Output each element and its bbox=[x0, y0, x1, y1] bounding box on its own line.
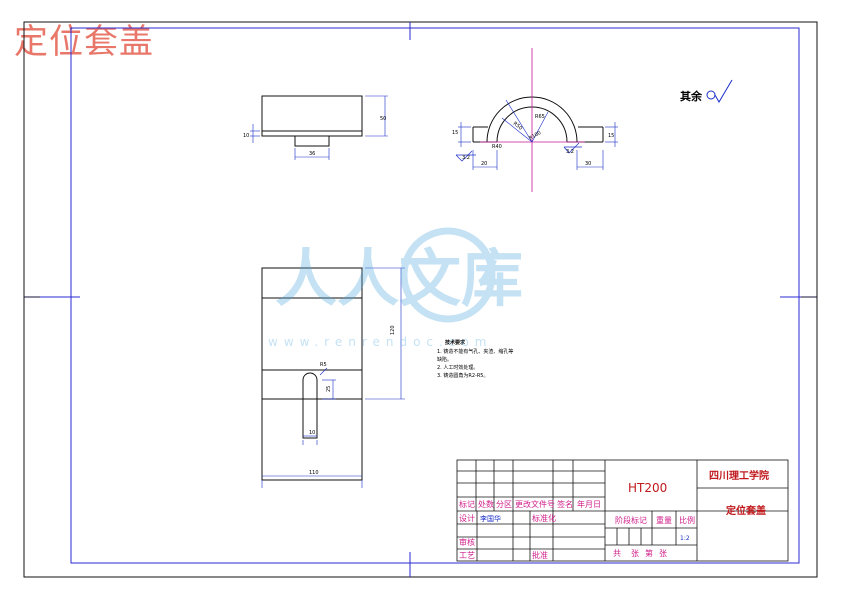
notes-title: 技术要求 bbox=[445, 339, 466, 346]
plan-dims bbox=[261, 267, 405, 488]
tb-approve-label: 批准 bbox=[532, 550, 548, 560]
dim-plan-height: 120 bbox=[390, 325, 396, 335]
dim-plan-slot-h: 25 bbox=[326, 386, 332, 392]
plan-view bbox=[261, 267, 363, 481]
title-block-material: HT200 bbox=[628, 481, 667, 495]
front-view bbox=[261, 95, 363, 147]
notes-line-1: 1. 铸造不能有气孔、夹渣、缩孔等 bbox=[437, 348, 513, 355]
tb-standard-label: 标准化 bbox=[532, 513, 556, 523]
dim-arch-angle: R100 bbox=[528, 130, 542, 142]
arch-centerlines bbox=[480, 48, 585, 192]
tb-header-0: 标记 bbox=[459, 499, 475, 509]
outer-border bbox=[23, 21, 818, 578]
notes-line-3: 3. 铸造圆角为R2-R5。 bbox=[437, 372, 488, 379]
tb-stage-label: 阶段标记 bbox=[615, 515, 647, 525]
arch-roughness-marks bbox=[455, 142, 582, 162]
dim-front-height: 50 bbox=[380, 116, 386, 122]
dim-arch-w-left: 20 bbox=[481, 161, 487, 167]
tb-header-5: 年月日 bbox=[577, 499, 601, 509]
tb-sheet-3: 张 bbox=[659, 549, 667, 558]
tb-scale-label: 比例 bbox=[679, 515, 695, 525]
dim-arch-h-left: 15 bbox=[452, 130, 458, 136]
tb-sheet-2: 第 bbox=[645, 548, 653, 558]
title-block-school: 四川理工学院 bbox=[709, 469, 769, 482]
watermark-brand: 人人文库 bbox=[275, 242, 523, 315]
tb-header-2: 分区 bbox=[496, 500, 512, 509]
roughness-arch-1: 3.2 bbox=[462, 155, 470, 161]
tb-header-3: 更改文件号 bbox=[515, 499, 555, 509]
dim-plan-width: 110 bbox=[309, 470, 319, 476]
tb-designer: 李国华 bbox=[480, 514, 501, 523]
roughness-arch-2: 3.2 bbox=[566, 149, 574, 155]
tb-sheet-1: 张 bbox=[631, 549, 639, 558]
tb-design-label: 设计 bbox=[459, 513, 475, 523]
tb-process-label: 工艺 bbox=[459, 551, 475, 560]
tb-scale-value: 1:2 bbox=[680, 535, 690, 542]
dim-plan-slot-r: R5 bbox=[320, 362, 327, 368]
front-view-dims bbox=[250, 95, 388, 160]
notes-line-2: 2. 人工时效处理。 bbox=[437, 364, 478, 371]
dim-arch-h-right: 15 bbox=[608, 133, 614, 139]
tb-header-4: 签名 bbox=[557, 499, 573, 509]
inner-frame bbox=[70, 27, 800, 564]
dim-arch-r-inner: R50 bbox=[512, 121, 523, 132]
tb-weight-label: 重量 bbox=[656, 515, 672, 525]
title-block-part-name: 定位套盖 bbox=[726, 504, 766, 517]
overlay-title: 定位套盖 bbox=[14, 22, 154, 62]
dim-front-boss: 36 bbox=[309, 151, 315, 157]
dim-front-base: 10 bbox=[243, 133, 249, 139]
dim-arch-r-outer: R65 bbox=[535, 114, 545, 120]
tb-review-label: 审核 bbox=[459, 537, 475, 547]
tb-header-1: 处数 bbox=[478, 499, 494, 509]
notes-line-1b: 缺陷。 bbox=[437, 356, 452, 363]
roughness-label: 其余 bbox=[680, 89, 703, 103]
title-block bbox=[456, 459, 789, 562]
watermark-url: www.renrendoc.com bbox=[268, 335, 492, 349]
dim-arch-w-right: 30 bbox=[585, 161, 591, 167]
dim-plan-slot-w: 10 bbox=[309, 430, 315, 436]
tb-sheet-0: 共 bbox=[613, 549, 621, 558]
arch-dims bbox=[458, 99, 618, 170]
roughness-symbol bbox=[706, 79, 733, 103]
title-block-header-row: 标记 处数 分区 更改文件号 签名 年月日 bbox=[459, 499, 601, 509]
dim-arch-r40: R40 bbox=[492, 144, 502, 150]
watermark: 人人文库 www.renrendoc.com bbox=[268, 227, 523, 349]
title-block-sheet-row: 共 张 第 张 bbox=[613, 548, 667, 558]
